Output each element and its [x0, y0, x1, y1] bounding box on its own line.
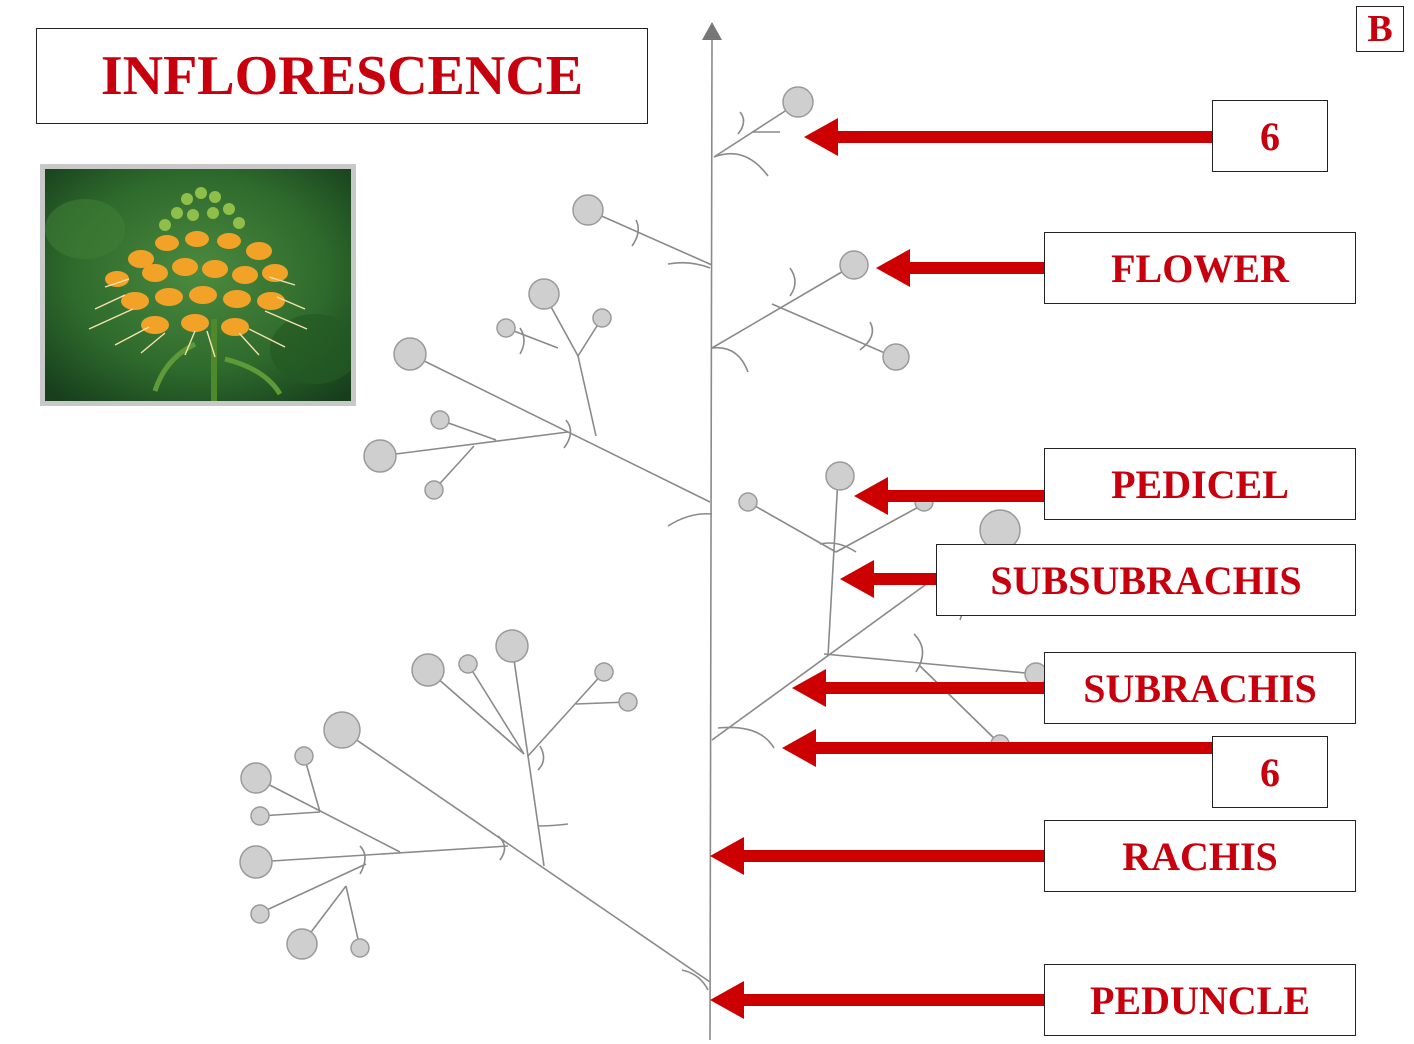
label-subrachis: SUBRACHIS [1044, 652, 1356, 724]
orchid-photo-image [45, 169, 351, 401]
label-peduncle-text: PEDUNCLE [1089, 977, 1311, 1023]
arrow-pedicel [854, 477, 1044, 515]
flower [411, 653, 445, 687]
label-top-number: 6 [1212, 100, 1328, 172]
label-pedicel-text: PEDICEL [1111, 461, 1289, 507]
flower [782, 86, 814, 118]
diagram-title-text: INFLORESCENCE [100, 45, 584, 107]
flower [393, 337, 427, 371]
flower [572, 194, 604, 226]
flower [250, 806, 270, 826]
flower [738, 492, 758, 512]
flower [430, 410, 450, 430]
label-rachis: RACHIS [1044, 820, 1356, 892]
arrow-subrachis [792, 669, 1044, 707]
label-subsubrachis-text: SUBSUBRACHIS [990, 557, 1302, 603]
diagram-title: INFLORESCENCE [36, 28, 648, 124]
flower [363, 439, 397, 473]
label-rachis-text: RACHIS [1122, 833, 1278, 879]
label-lower-number-text: 6 [1260, 749, 1280, 795]
flower [424, 480, 444, 500]
label-subsubrachis: SUBSUBRACHIS [936, 544, 1356, 616]
flower [458, 654, 478, 674]
corner-label-text: B [1367, 8, 1393, 50]
flower [882, 343, 910, 371]
flower [594, 662, 614, 682]
label-top-number-text: 6 [1260, 113, 1280, 159]
flower [239, 845, 273, 879]
flower [240, 762, 272, 794]
flower [496, 318, 516, 338]
arrow-flower [876, 249, 1044, 287]
orchid-photo [40, 164, 356, 406]
flower [592, 308, 612, 328]
flower [618, 692, 638, 712]
arrow-top-number [804, 118, 1212, 156]
label-pedicel: PEDICEL [1044, 448, 1356, 520]
arrow-peduncle [710, 981, 1044, 1019]
flower [286, 928, 318, 960]
flower [250, 904, 270, 924]
inflorescence-drawing [239, 22, 1048, 1041]
flower-heads [239, 86, 1048, 960]
flower [294, 746, 314, 766]
flower [323, 711, 361, 749]
label-flower-text: FLOWER [1111, 245, 1289, 291]
label-subrachis-text: SUBRACHIS [1083, 665, 1317, 711]
flower [839, 250, 869, 280]
flower [495, 629, 529, 663]
axis-arrowhead [702, 22, 722, 40]
corner-label-box: B [1356, 6, 1404, 52]
arrow-subsubrachis [840, 560, 936, 598]
label-lower-number: 6 [1212, 736, 1328, 808]
flower [350, 938, 370, 958]
label-peduncle: PEDUNCLE [1044, 964, 1356, 1036]
main-axis [709, 37, 713, 1041]
flower [825, 461, 855, 491]
arrow-lower-number [782, 729, 1212, 767]
arrow-rachis [710, 837, 1044, 875]
flower [528, 278, 560, 310]
label-flower: FLOWER [1044, 232, 1356, 304]
pointer-arrows [710, 118, 1212, 1019]
